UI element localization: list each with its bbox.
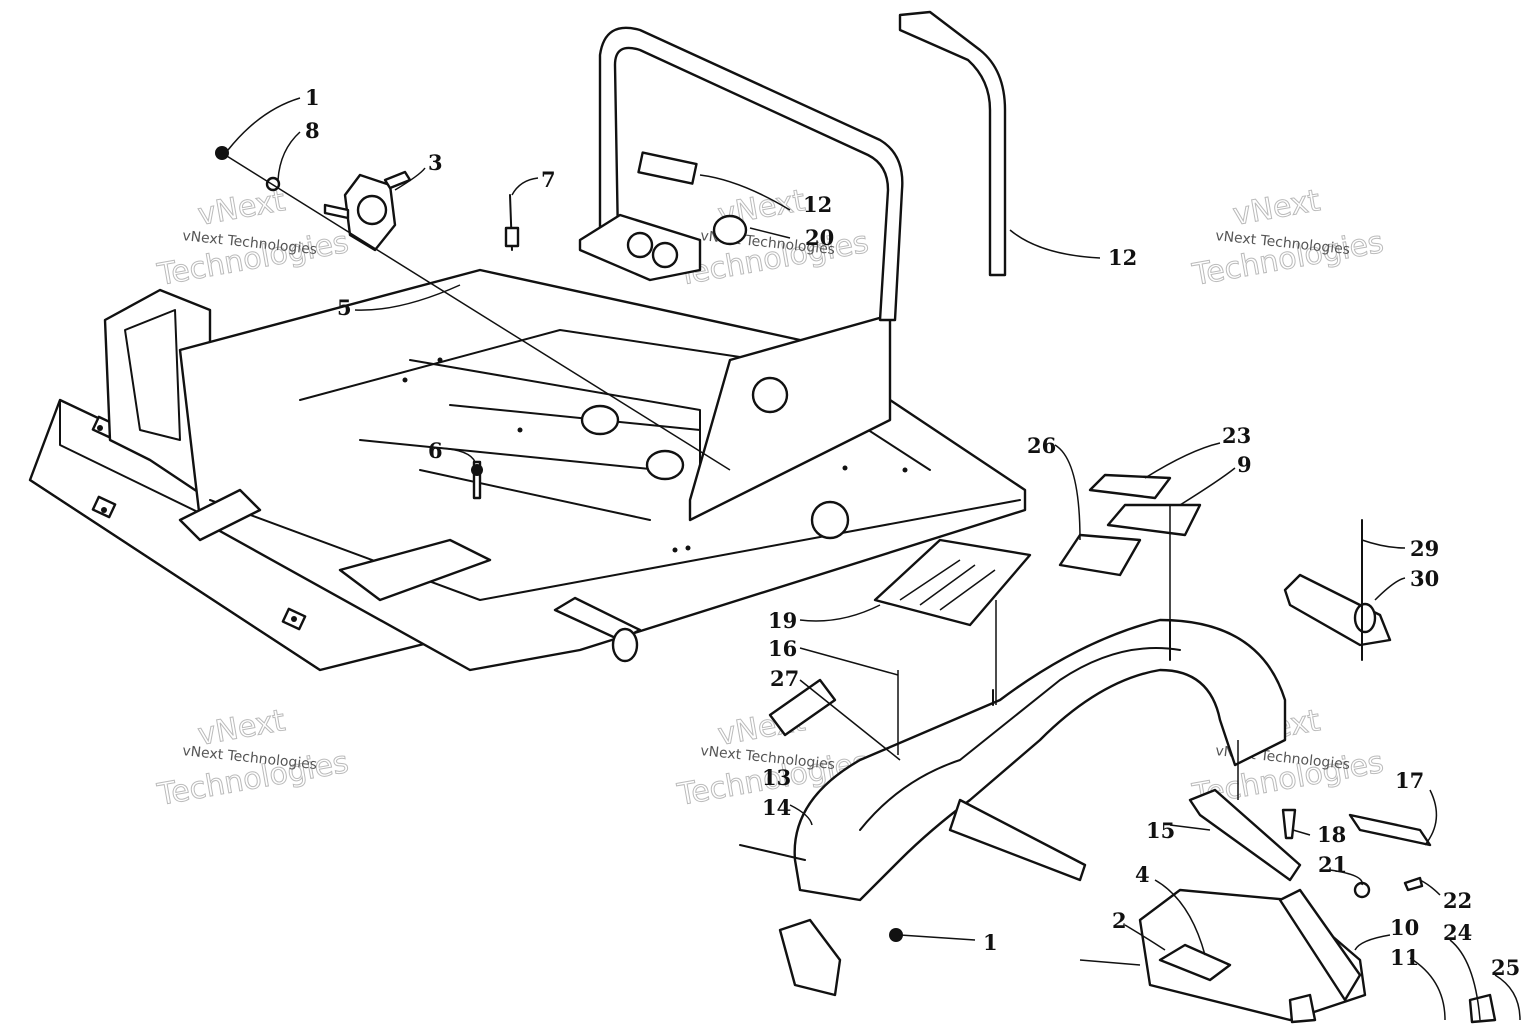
bracket-15-part xyxy=(1188,788,1302,882)
decal-group xyxy=(873,473,1202,627)
callout-11: 11 xyxy=(1390,945,1419,970)
callout-9: 9 xyxy=(1237,452,1252,477)
leader-lines xyxy=(221,97,1521,1021)
decal-23-part xyxy=(1088,473,1172,500)
bolt-18-part xyxy=(1281,808,1297,840)
steering-hoop xyxy=(578,26,904,322)
watermark-large-top: vNext xyxy=(1230,183,1323,233)
callout-12-top: 12 xyxy=(803,192,832,217)
callout-1-top: 1 xyxy=(305,85,320,110)
watermark-top-right: vNext Technologies vNext Technologies xyxy=(1189,183,1387,294)
decal-26-part xyxy=(1058,533,1142,577)
callout-27: 27 xyxy=(770,666,799,691)
nut-1-lower-part xyxy=(889,928,903,942)
callout-30: 30 xyxy=(1410,566,1439,591)
callout-13: 13 xyxy=(762,765,791,790)
watermark-bottom-left: vNext Technologies vNext Technologies xyxy=(154,703,352,814)
bolt-head-part xyxy=(504,226,520,248)
callout-15: 15 xyxy=(1146,818,1175,843)
callout-1-bottom: 1 xyxy=(983,930,998,955)
pin-22-part xyxy=(1403,876,1424,892)
callout-20: 20 xyxy=(805,225,834,250)
callout-4: 4 xyxy=(1135,862,1150,887)
tail-light-part xyxy=(1283,519,1392,661)
decal-9-part xyxy=(1106,503,1202,537)
watermark-top-left: vNext Technologies vNext Technologies xyxy=(154,183,352,294)
callout-25: 25 xyxy=(1491,955,1520,980)
callout-17: 17 xyxy=(1395,768,1424,793)
callout-24: 24 xyxy=(1443,920,1472,945)
washer-21-part xyxy=(1353,881,1371,899)
callout-7: 7 xyxy=(541,167,556,192)
handle-17-part xyxy=(1348,813,1432,847)
callout-23: 23 xyxy=(1222,423,1251,448)
bolt-13-part xyxy=(739,844,806,861)
flap-part xyxy=(778,918,842,997)
rear-tunnel-part xyxy=(793,618,1287,902)
hoop-pad-part xyxy=(898,10,1007,277)
callout-2: 2 xyxy=(1112,908,1127,933)
callout-19: 19 xyxy=(768,608,797,633)
callout-26: 26 xyxy=(1027,433,1056,458)
callout-18: 18 xyxy=(1317,822,1346,847)
callout-5: 5 xyxy=(337,295,352,320)
decal-19-part xyxy=(873,538,1032,627)
callout-29: 29 xyxy=(1410,536,1439,561)
callout-14: 14 xyxy=(762,795,791,820)
callout-10: 10 xyxy=(1390,915,1419,940)
callout-22: 22 xyxy=(1443,888,1472,913)
callout-21: 21 xyxy=(1318,852,1347,877)
callout-6: 6 xyxy=(428,438,443,463)
callout-12-right: 12 xyxy=(1108,245,1137,270)
chassis-frame xyxy=(28,268,1027,672)
callout-8: 8 xyxy=(305,118,320,143)
callout-labels: 1 8 3 7 12 20 12 5 6 26 23 9 29 30 19 16… xyxy=(305,85,1520,980)
callout-16: 16 xyxy=(768,636,797,661)
hitch-assembly-part xyxy=(1138,888,1497,1024)
callout-3: 3 xyxy=(428,150,443,175)
bracket-27-part xyxy=(768,678,837,737)
